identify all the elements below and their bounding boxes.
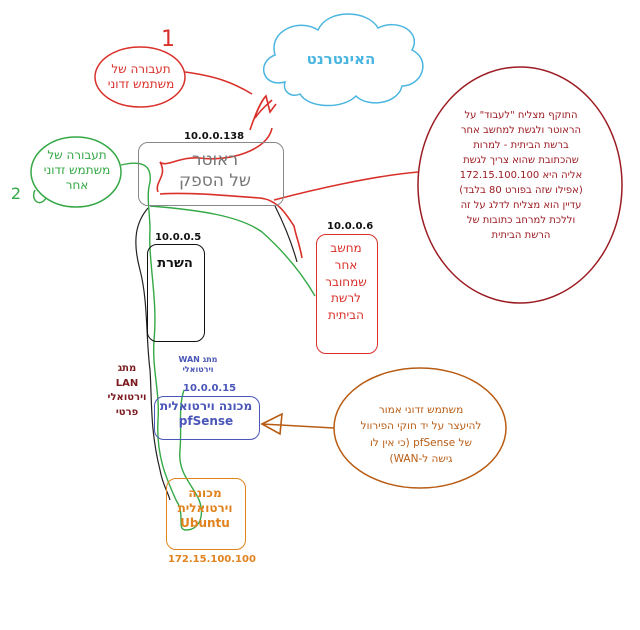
malicious-path-1 [156, 71, 303, 259]
server-label: השרת [157, 256, 193, 271]
step-2-number: 2 [10, 184, 22, 203]
router-label: ראוטר של הספק [179, 150, 251, 192]
server-ip: 10.0.0.5 [155, 232, 202, 243]
step-1-callout: תעבורה של משתמש זדוני [107, 62, 175, 91]
pfsense-note: משתמש זדוני אמור להיעצר על יד חוקי הפירו… [360, 404, 482, 465]
other-pc-ip: 10.0.0.6 [327, 221, 374, 232]
callout-2-ellipse [30, 136, 122, 208]
pfsense-box [154, 396, 260, 440]
pfsense-ip: 10.0.0.15 [183, 383, 237, 394]
step-2-callout: תעבורה של משתמש זדוני אחר [43, 148, 111, 192]
attacker-note-ellipse [417, 66, 623, 304]
wan-switch-label: מתג WAN וירטואלי [178, 355, 218, 374]
callout-1-ellipse [94, 46, 186, 108]
router-box [138, 142, 284, 206]
router-ip: 10.0.0.138 [184, 131, 245, 142]
server-box [147, 244, 205, 342]
malicious-path-2 [33, 162, 316, 531]
attacker-note-pointer [273, 171, 419, 201]
other-pc-box [316, 234, 378, 354]
ubuntu-label: מכונה וירטואלית Ubuntu [177, 486, 233, 530]
ubuntu-ip: 172.15.100.100 [168, 554, 256, 565]
router-otherpc-link [274, 205, 298, 263]
step-1-number: 1 [161, 27, 175, 52]
other-pc-label: מחשב אחר שמחובר לרשת הביתית [325, 241, 367, 323]
lan-switch-label: מתג LAN וירטואלי פרטי [107, 363, 147, 418]
ubuntu-box [166, 478, 246, 550]
pfsense-note-arrow [260, 412, 335, 436]
pfsense-label: מכונה וירטואלית pfSense [159, 399, 253, 428]
internet-label: האינטרנט [306, 50, 376, 68]
internet-cloud-shape [263, 13, 424, 107]
attacker-note: התוקף מצליח "לעבוד" על הראוטר ולגשת למחש… [459, 110, 583, 241]
server-link-line [135, 207, 171, 501]
